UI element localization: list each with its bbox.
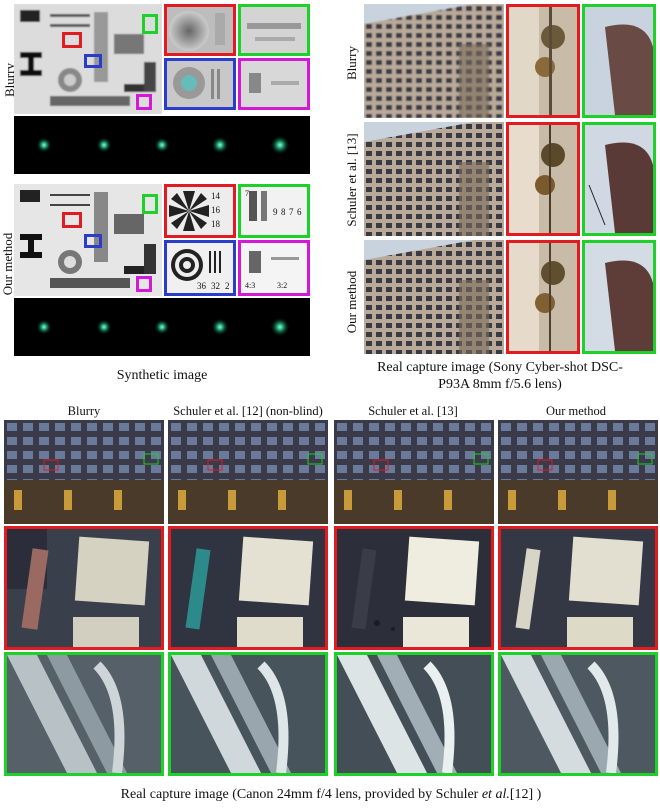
ours-green-tick-9: 9 — [273, 207, 278, 217]
sony-blurry-crop-green — [582, 4, 656, 118]
caption-synthetic: Synthetic image — [116, 368, 208, 383]
ours-crop-green: 7 9 8 7 6 — [238, 184, 310, 238]
col-header-blurry: Blurry — [67, 404, 101, 418]
col-header-ours: Our method — [545, 404, 607, 418]
canon-schuler13-crop-green — [334, 652, 494, 776]
ours-magenta-ratio-43: 4:3 — [245, 281, 256, 290]
canon-schuler12-crop-green — [168, 652, 328, 776]
canon-blurry-main — [4, 420, 164, 524]
caption-canon: Real capture image (Canon 24mm f/4 lens,… — [4, 787, 658, 803]
sony-schuler13-crop-green — [582, 122, 656, 236]
ours-blue-tick-32: 32 — [211, 281, 220, 291]
blurry-crop-magenta — [238, 58, 310, 110]
row-label-schuler13-sony: Schuler et al. [13] — [344, 133, 359, 227]
ours-green-tick-8: 8 — [281, 207, 286, 217]
ours-green-tick-7b: 7 — [289, 207, 294, 217]
sony-blurry-crop-red — [506, 4, 580, 118]
ours-red-tick-16: 16 — [211, 205, 220, 215]
sony-ours-main — [364, 240, 504, 354]
blurry-crop-red — [164, 4, 236, 56]
caption-canon-italic: et al. — [481, 787, 510, 802]
ours-green-tick-6: 6 — [297, 207, 302, 217]
ours-magenta-ratio-32: 3:2 — [277, 281, 288, 290]
ours-blue-tick-2: 2 — [225, 281, 230, 291]
caption-canon-pre: Real capture image (Canon 24mm f/4 lens,… — [120, 787, 482, 802]
canon-schuler13-main — [334, 420, 494, 524]
canon-ours-main — [498, 420, 658, 524]
blurry-psf-strip — [14, 116, 310, 174]
ours-green-tick-7: 7 — [245, 189, 249, 198]
sony-schuler13-main — [364, 122, 504, 236]
canon-ours-crop-red — [498, 526, 658, 650]
ours-red-tick-14: 14 — [211, 191, 220, 201]
col-header-schuler13: Schuler et al. [13] — [368, 404, 458, 418]
blurry-test-chart — [14, 4, 162, 114]
row-label-blurry-sony: Blurry — [344, 46, 359, 80]
ours-blue-tick-36: 36 — [197, 281, 206, 291]
col-header-schuler12: Schuler et al. [12] (non-blind) — [173, 404, 323, 418]
canon-schuler12-crop-red — [168, 526, 328, 650]
canon-ours-crop-green — [498, 652, 658, 776]
caption-canon-post: [12] ) — [509, 787, 542, 802]
row-label-ours-sony: Our method — [344, 270, 359, 334]
sony-ours-crop-green — [582, 240, 656, 354]
canon-blurry-crop-red — [4, 526, 164, 650]
ours-crop-magenta: 4:3 3:2 — [238, 240, 310, 296]
ours-psf-strip — [14, 298, 310, 356]
ours-test-chart — [14, 184, 162, 296]
ours-crop-red: 14 16 18 — [164, 184, 236, 238]
caption-sony-line2: P93A 8mm f/5.6 lens) — [438, 377, 562, 392]
sony-blurry-main — [364, 4, 504, 118]
ours-crop-blue: 36 32 2 — [164, 240, 236, 296]
blurry-crop-blue — [164, 58, 236, 110]
ours-red-tick-18: 18 — [211, 219, 220, 229]
sony-schuler13-crop-red — [506, 122, 580, 236]
canon-blurry-crop-green — [4, 652, 164, 776]
canon-schuler13-crop-red — [334, 526, 494, 650]
sony-ours-crop-red — [506, 240, 580, 354]
caption-sony-line1: Real capture image (Sony Cyber-shot DSC- — [377, 360, 623, 375]
blurry-crop-green — [238, 4, 310, 56]
canon-schuler12-main — [168, 420, 328, 524]
